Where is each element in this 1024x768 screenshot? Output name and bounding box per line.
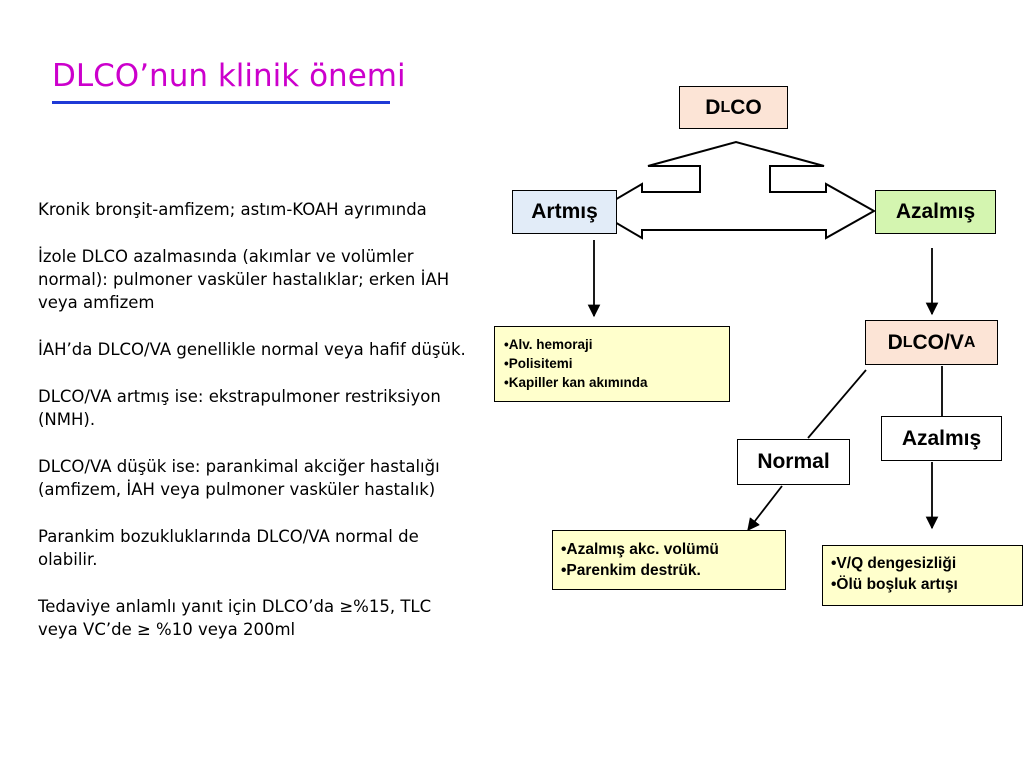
normal-cause-2: •Parenkim destrük.: [561, 562, 701, 579]
artmis-cause-2: •Polisitemi: [504, 356, 573, 371]
dlcova-d: D: [887, 330, 903, 354]
title-underline: [52, 101, 390, 104]
paragraph-6: Parankim bozukluklarında DLCO/VA normal …: [38, 527, 419, 569]
double-arrow-shape: [594, 140, 877, 240]
dlco-d: D: [705, 95, 721, 119]
azalmis-node: Azalmış: [875, 190, 996, 234]
left-text-panel: Kronik bronşit-amfizem; astım-KOAH ayrım…: [38, 198, 470, 665]
azalmis-mid-node: Azalmış: [881, 416, 1002, 461]
azalmis-cause-2: •Ölü boşluk artışı: [831, 576, 958, 593]
artmis-node: Artmış: [512, 190, 617, 234]
artmis-causes-box: •Alv. hemoraji •Polisitemi •Kapiller kan…: [494, 326, 730, 402]
dlco-l: L: [720, 98, 731, 116]
azalmis-cause-1: •V/Q dengesizliği: [831, 555, 957, 572]
paragraph-1: Kronik bronşit-amfizem; astım-KOAH ayrım…: [38, 200, 427, 219]
dlcova-a: A: [963, 333, 976, 351]
artmis-cause-1: •Alv. hemoraji: [504, 337, 593, 352]
artmis-cause-3: •Kapiller kan akımında: [504, 375, 648, 390]
paragraph-5: DLCO/VA düşük ise: parankimal akciğer ha…: [38, 457, 440, 499]
dlcova-co: CO/V: [912, 330, 964, 354]
paragraph-4: DLCO/VA artmış ise: ekstrapulmoner restr…: [38, 387, 441, 429]
azalmis-causes-box: •V/Q dengesizliği •Ölü boşluk artışı: [822, 545, 1023, 606]
dlco-co: CO: [730, 95, 762, 119]
paragraph-7: Tedaviye anlamlı yanıt için DLCO’da ≥%15…: [38, 597, 432, 639]
normal-node: Normal: [737, 439, 850, 485]
normal-causes-box: •Azalmış akc. volümü •Parenkim destrük.: [552, 530, 786, 590]
line-dlcova-normal: [807, 369, 867, 439]
dlcova-l: L: [902, 333, 913, 351]
paragraph-2: İzole DLCO azalmasında (akımlar ve volüm…: [38, 247, 450, 312]
arrow-normal-down: [747, 485, 783, 531]
normal-cause-1: •Azalmış akc. volümü: [561, 541, 719, 558]
paragraph-3: İAH’da DLCO/VA genellikle normal veya ha…: [38, 340, 466, 359]
slide-title: DLCO’nun klinik önemi: [52, 58, 406, 94]
